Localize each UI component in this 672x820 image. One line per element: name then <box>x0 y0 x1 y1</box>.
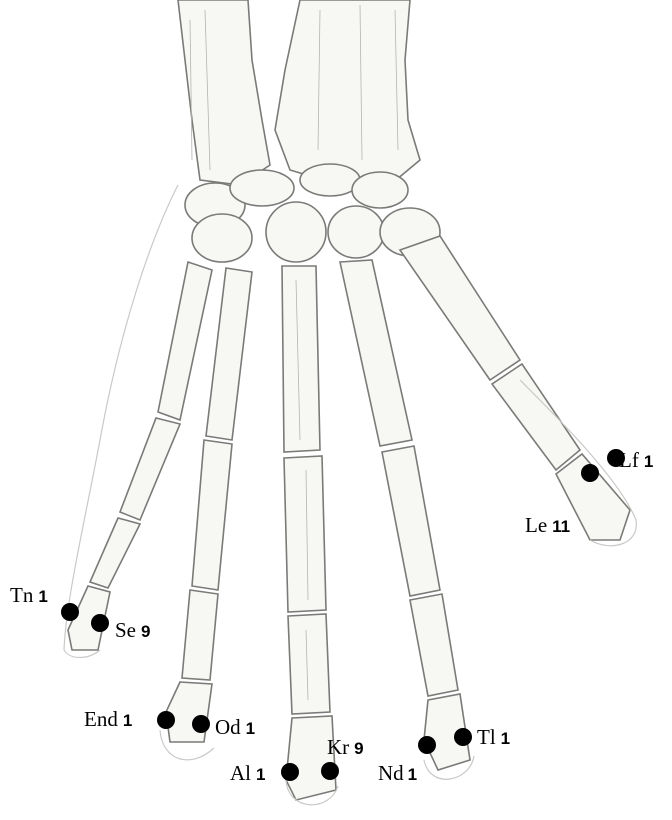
point-od[interactable] <box>192 715 210 733</box>
forearm-bones <box>178 0 420 185</box>
point-end[interactable] <box>157 711 175 729</box>
middle-finger-bones <box>282 266 336 800</box>
point-al[interactable] <box>281 763 299 781</box>
point-nd[interactable] <box>418 736 436 754</box>
point-kr[interactable] <box>321 762 339 780</box>
point-le[interactable] <box>581 464 599 482</box>
thumb-bones <box>400 236 630 540</box>
point-tl[interactable] <box>454 728 472 746</box>
point-se[interactable] <box>91 614 109 632</box>
index-finger-bones <box>340 260 470 770</box>
point-tn[interactable] <box>61 603 79 621</box>
